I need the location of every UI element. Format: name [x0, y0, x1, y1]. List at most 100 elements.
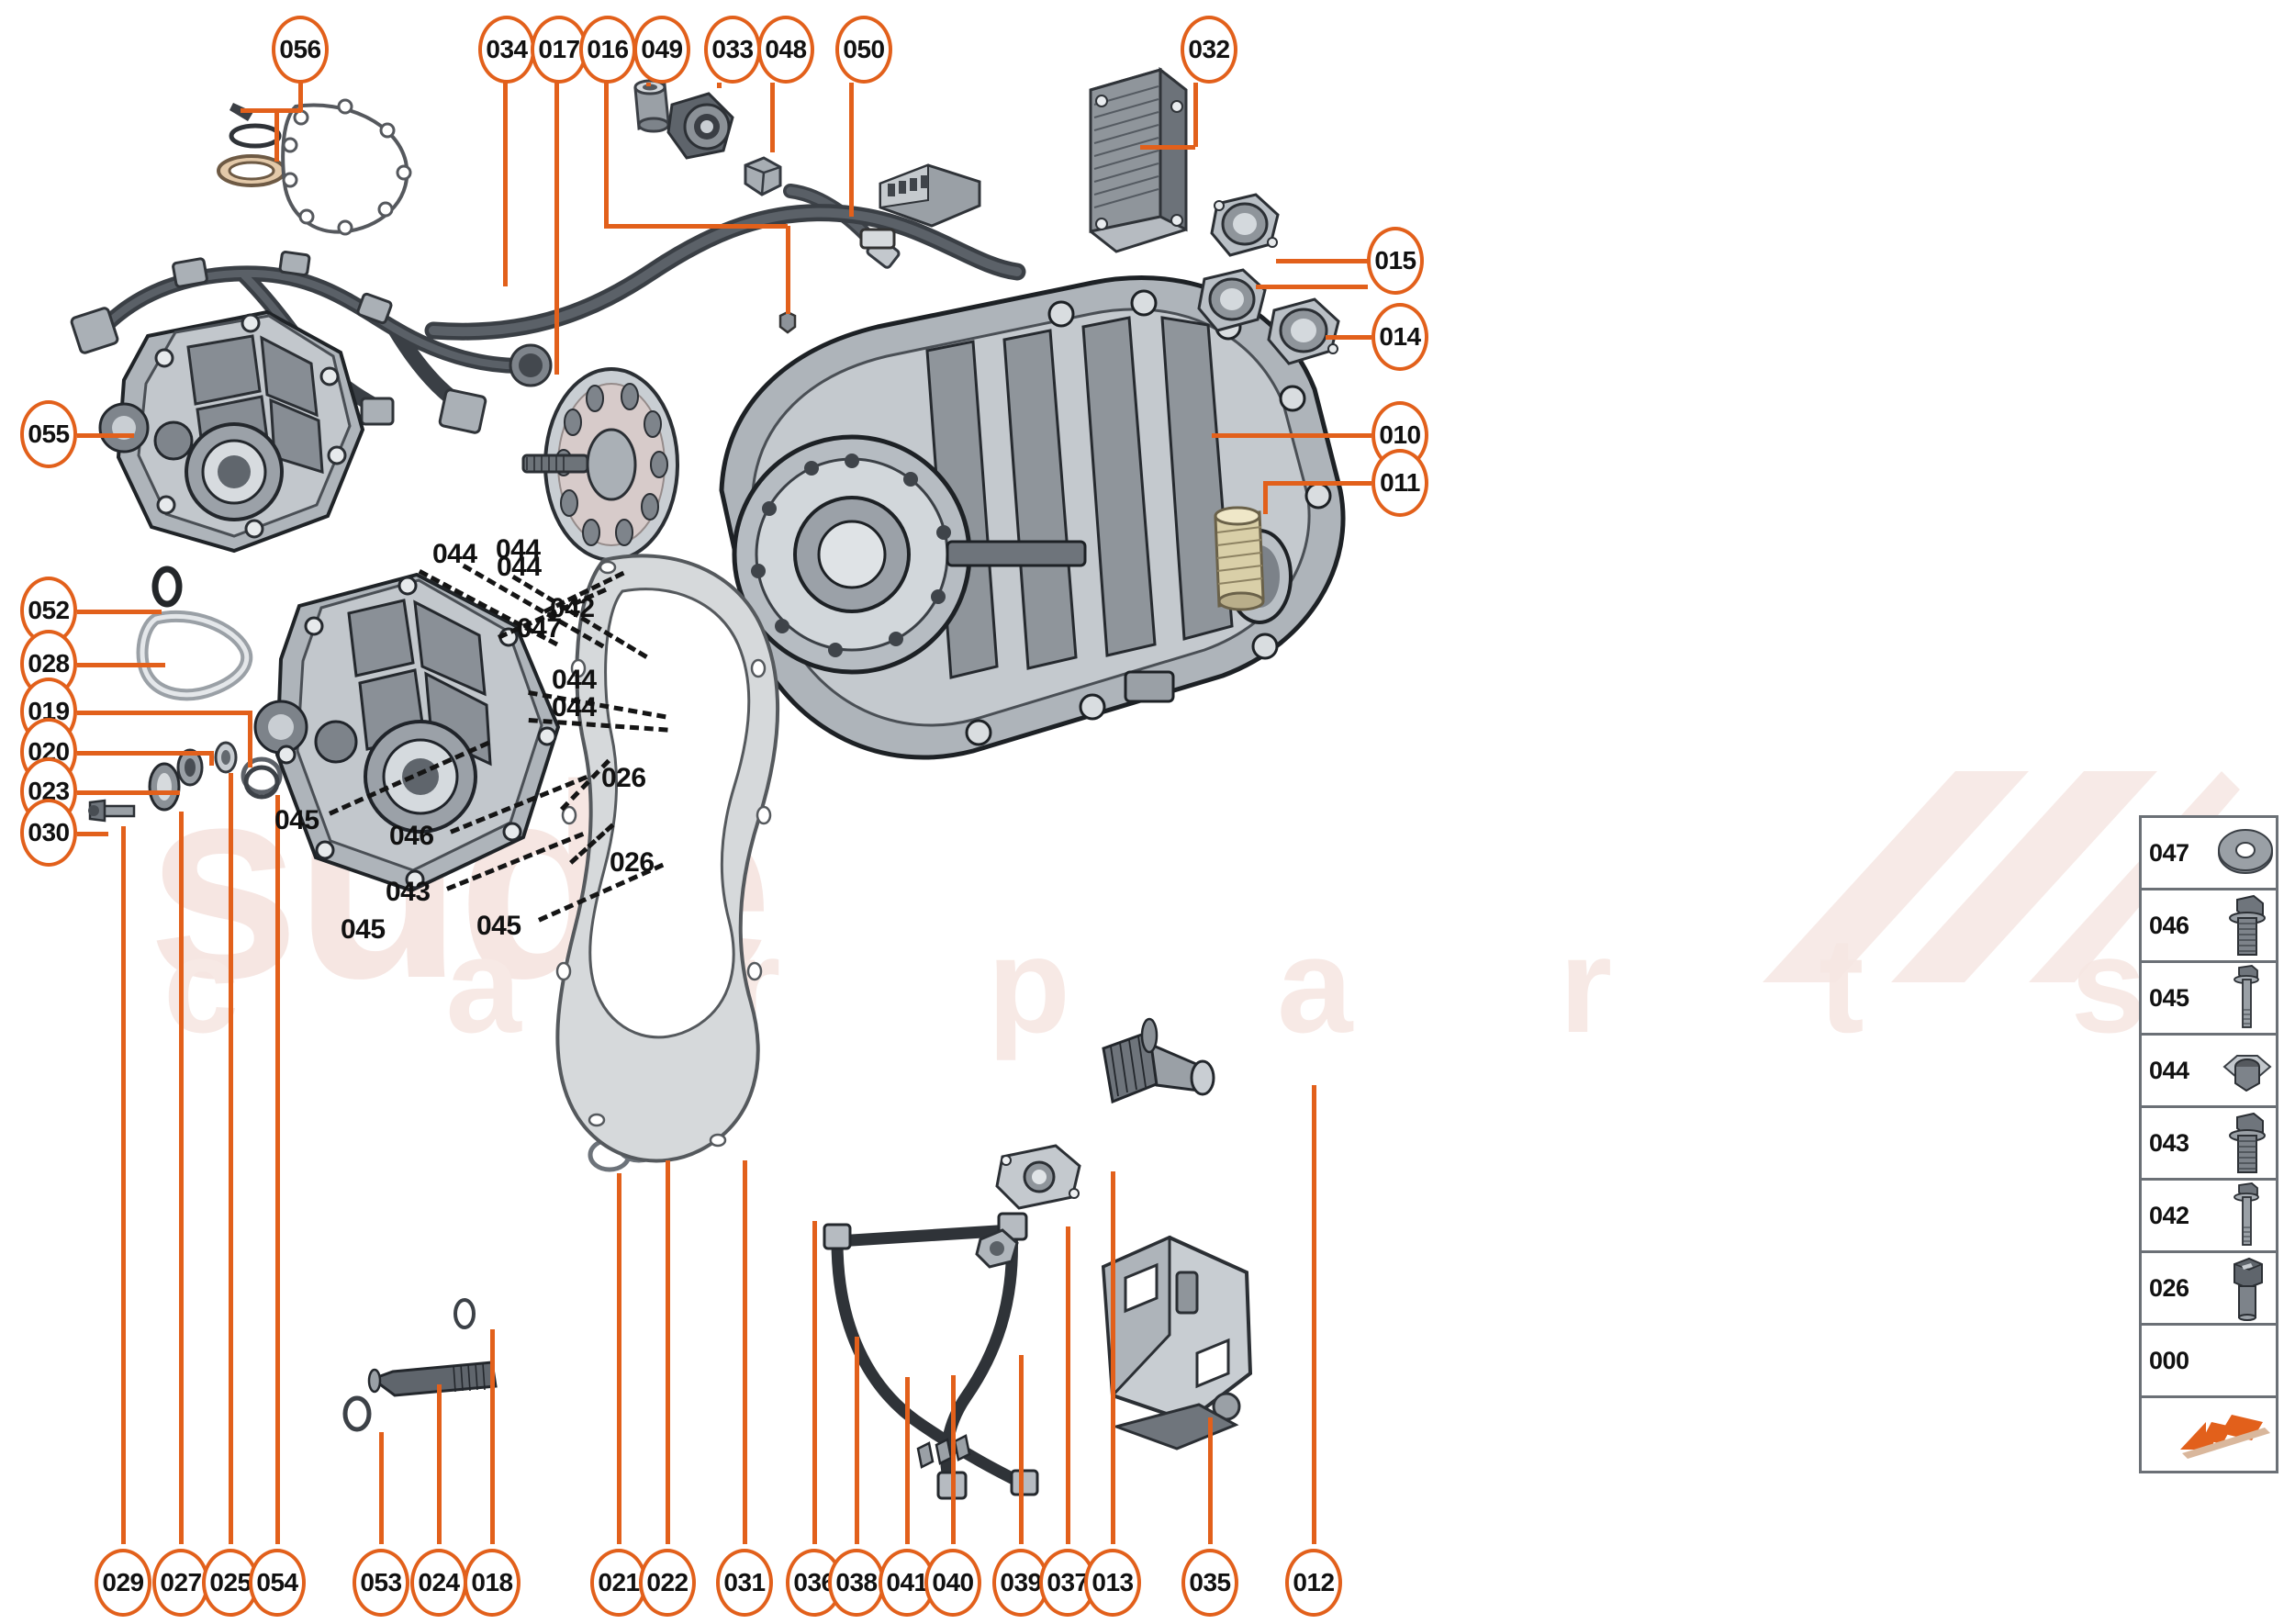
part-019-snap-ring: [237, 755, 286, 797]
leader-039: [1019, 1355, 1024, 1544]
part-030-breather-plug: [84, 791, 140, 832]
legend-row-042[interactable]: 042: [2142, 1181, 2276, 1253]
leader-011-v: [1263, 481, 1268, 514]
legend-row-046[interactable]: 046: [2142, 890, 2276, 963]
callout-badge-014[interactable]: 014: [1371, 303, 1428, 371]
leader-050: [849, 83, 854, 217]
flange-nut-icon: [2215, 1036, 2276, 1105]
leader-013: [1111, 1171, 1115, 1544]
callout-badge-049[interactable]: 049: [633, 16, 690, 84]
callout-badge-018[interactable]: 018: [464, 1549, 521, 1617]
inline-label-046-10: 046: [389, 821, 434, 851]
leader-028: [77, 663, 165, 667]
callout-badge-017[interactable]: 017: [531, 16, 588, 84]
callout-badge-015[interactable]: 015: [1367, 227, 1424, 295]
callout-badge-037[interactable]: 037: [1039, 1549, 1096, 1617]
inline-label-047-4: 047: [517, 613, 562, 644]
callout-badge-040[interactable]: 040: [924, 1549, 981, 1617]
legend-row-arrow[interactable]: [2142, 1398, 2276, 1471]
leader-027: [179, 812, 184, 1544]
part-037-cover-plate-small: [990, 1140, 1089, 1214]
leader-054: [275, 795, 280, 1544]
part-028-drive-chain: [136, 606, 259, 707]
callout-badge-032[interactable]: 032: [1181, 16, 1237, 84]
legend-row-026[interactable]: 026: [2142, 1253, 2276, 1326]
inline-label-044-1: 044: [496, 534, 541, 565]
leader-049: [646, 83, 651, 86]
callout-badge-029[interactable]: 029: [95, 1549, 151, 1617]
callout-badge-022[interactable]: 022: [639, 1549, 696, 1617]
hex-flange-bolt-short-icon: [2217, 1108, 2276, 1178]
callout-badge-035[interactable]: 035: [1181, 1549, 1238, 1617]
legend-row-044[interactable]: 044: [2142, 1036, 2276, 1108]
callout-badge-012[interactable]: 012: [1285, 1549, 1342, 1617]
part-010-transmission-housing: [698, 261, 1359, 775]
leader-029: [121, 826, 126, 1544]
leader-056-h: [241, 108, 301, 113]
leader-020: [77, 751, 213, 756]
none: [2217, 1326, 2276, 1395]
legend-row-043[interactable]: 043: [2142, 1108, 2276, 1181]
part-031-housing-gasket: [542, 540, 808, 1173]
callout-badge-030[interactable]: 030: [20, 799, 77, 867]
leader-016-v2: [786, 226, 790, 314]
part-023-shaft-seal: [171, 747, 209, 788]
callout-badge-033[interactable]: 033: [704, 16, 761, 84]
callout-badge-016[interactable]: 016: [579, 16, 636, 84]
callout-badge-038[interactable]: 038: [828, 1549, 885, 1617]
part-013-sensor-bracket: [971, 1225, 1026, 1272]
leader-032: [1193, 83, 1198, 147]
leader-040: [951, 1375, 956, 1544]
callout-badge-056[interactable]: 056: [272, 16, 329, 84]
leader-037: [1066, 1226, 1070, 1544]
legend-row-047[interactable]: 047: [2142, 818, 2276, 890]
leader-055: [77, 433, 134, 438]
legend-row-045[interactable]: 045: [2142, 963, 2276, 1036]
callout-badge-027[interactable]: 027: [152, 1549, 209, 1617]
legend-row-000[interactable]: 000: [2142, 1326, 2276, 1398]
part-014-bearing-cover-plate-c: [1261, 294, 1346, 371]
washer-icon: [2215, 818, 2276, 888]
leader-056: [298, 83, 303, 112]
leader-022: [666, 1160, 670, 1544]
socket-head-bolt-icon: [2217, 1253, 2276, 1323]
part-056-cover-gasket-seal-kit: [217, 92, 428, 248]
part-retaining-clip: [448, 1296, 481, 1331]
part-053-retaining-ring: [337, 1394, 377, 1434]
callout-badge-050[interactable]: 050: [835, 16, 892, 84]
callout-badge-011[interactable]: 011: [1371, 449, 1428, 517]
leader-030: [77, 832, 108, 836]
part-012-input-shaft-gear: [1096, 1017, 1215, 1133]
part-017-torque-converter: [503, 364, 687, 566]
leader-038: [855, 1337, 859, 1544]
inline-label-045-13: 045: [341, 914, 386, 945]
callout-badge-013[interactable]: 013: [1084, 1549, 1141, 1617]
part-011-oil-filter-cartridge: [1203, 503, 1272, 613]
part-020-spacer-washer: [209, 740, 242, 775]
inline-label-044-0: 044: [432, 539, 477, 569]
leader-031: [743, 1160, 747, 1544]
legend-row-number: 045: [2149, 983, 2189, 1012]
callout-badge-055[interactable]: 055: [20, 400, 77, 468]
leader-023: [77, 790, 180, 795]
callout-badge-034[interactable]: 034: [478, 16, 535, 84]
callout-badge-048[interactable]: 048: [757, 16, 814, 84]
part-024-output-shaft: [365, 1355, 503, 1405]
hex-flange-bolt-short-icon: [2217, 890, 2276, 960]
leader-041: [905, 1377, 910, 1544]
leader-010: [1212, 433, 1371, 438]
legend-row-number: 000: [2149, 1346, 2189, 1374]
inline-label-042-3: 042: [550, 593, 595, 623]
callout-badge-054[interactable]: 054: [249, 1549, 306, 1617]
callout-badge-031[interactable]: 031: [716, 1549, 773, 1617]
leader-048: [770, 83, 775, 152]
leader-052: [77, 610, 162, 614]
leader-019-v: [248, 711, 252, 767]
callout-badge-053[interactable]: 053: [353, 1549, 409, 1617]
callout-badge-021[interactable]: 021: [590, 1549, 647, 1617]
legend-row-number: 042: [2149, 1201, 2189, 1229]
part-032-heat-exchanger: [1081, 62, 1193, 257]
callout-badge-024[interactable]: 024: [410, 1549, 467, 1617]
